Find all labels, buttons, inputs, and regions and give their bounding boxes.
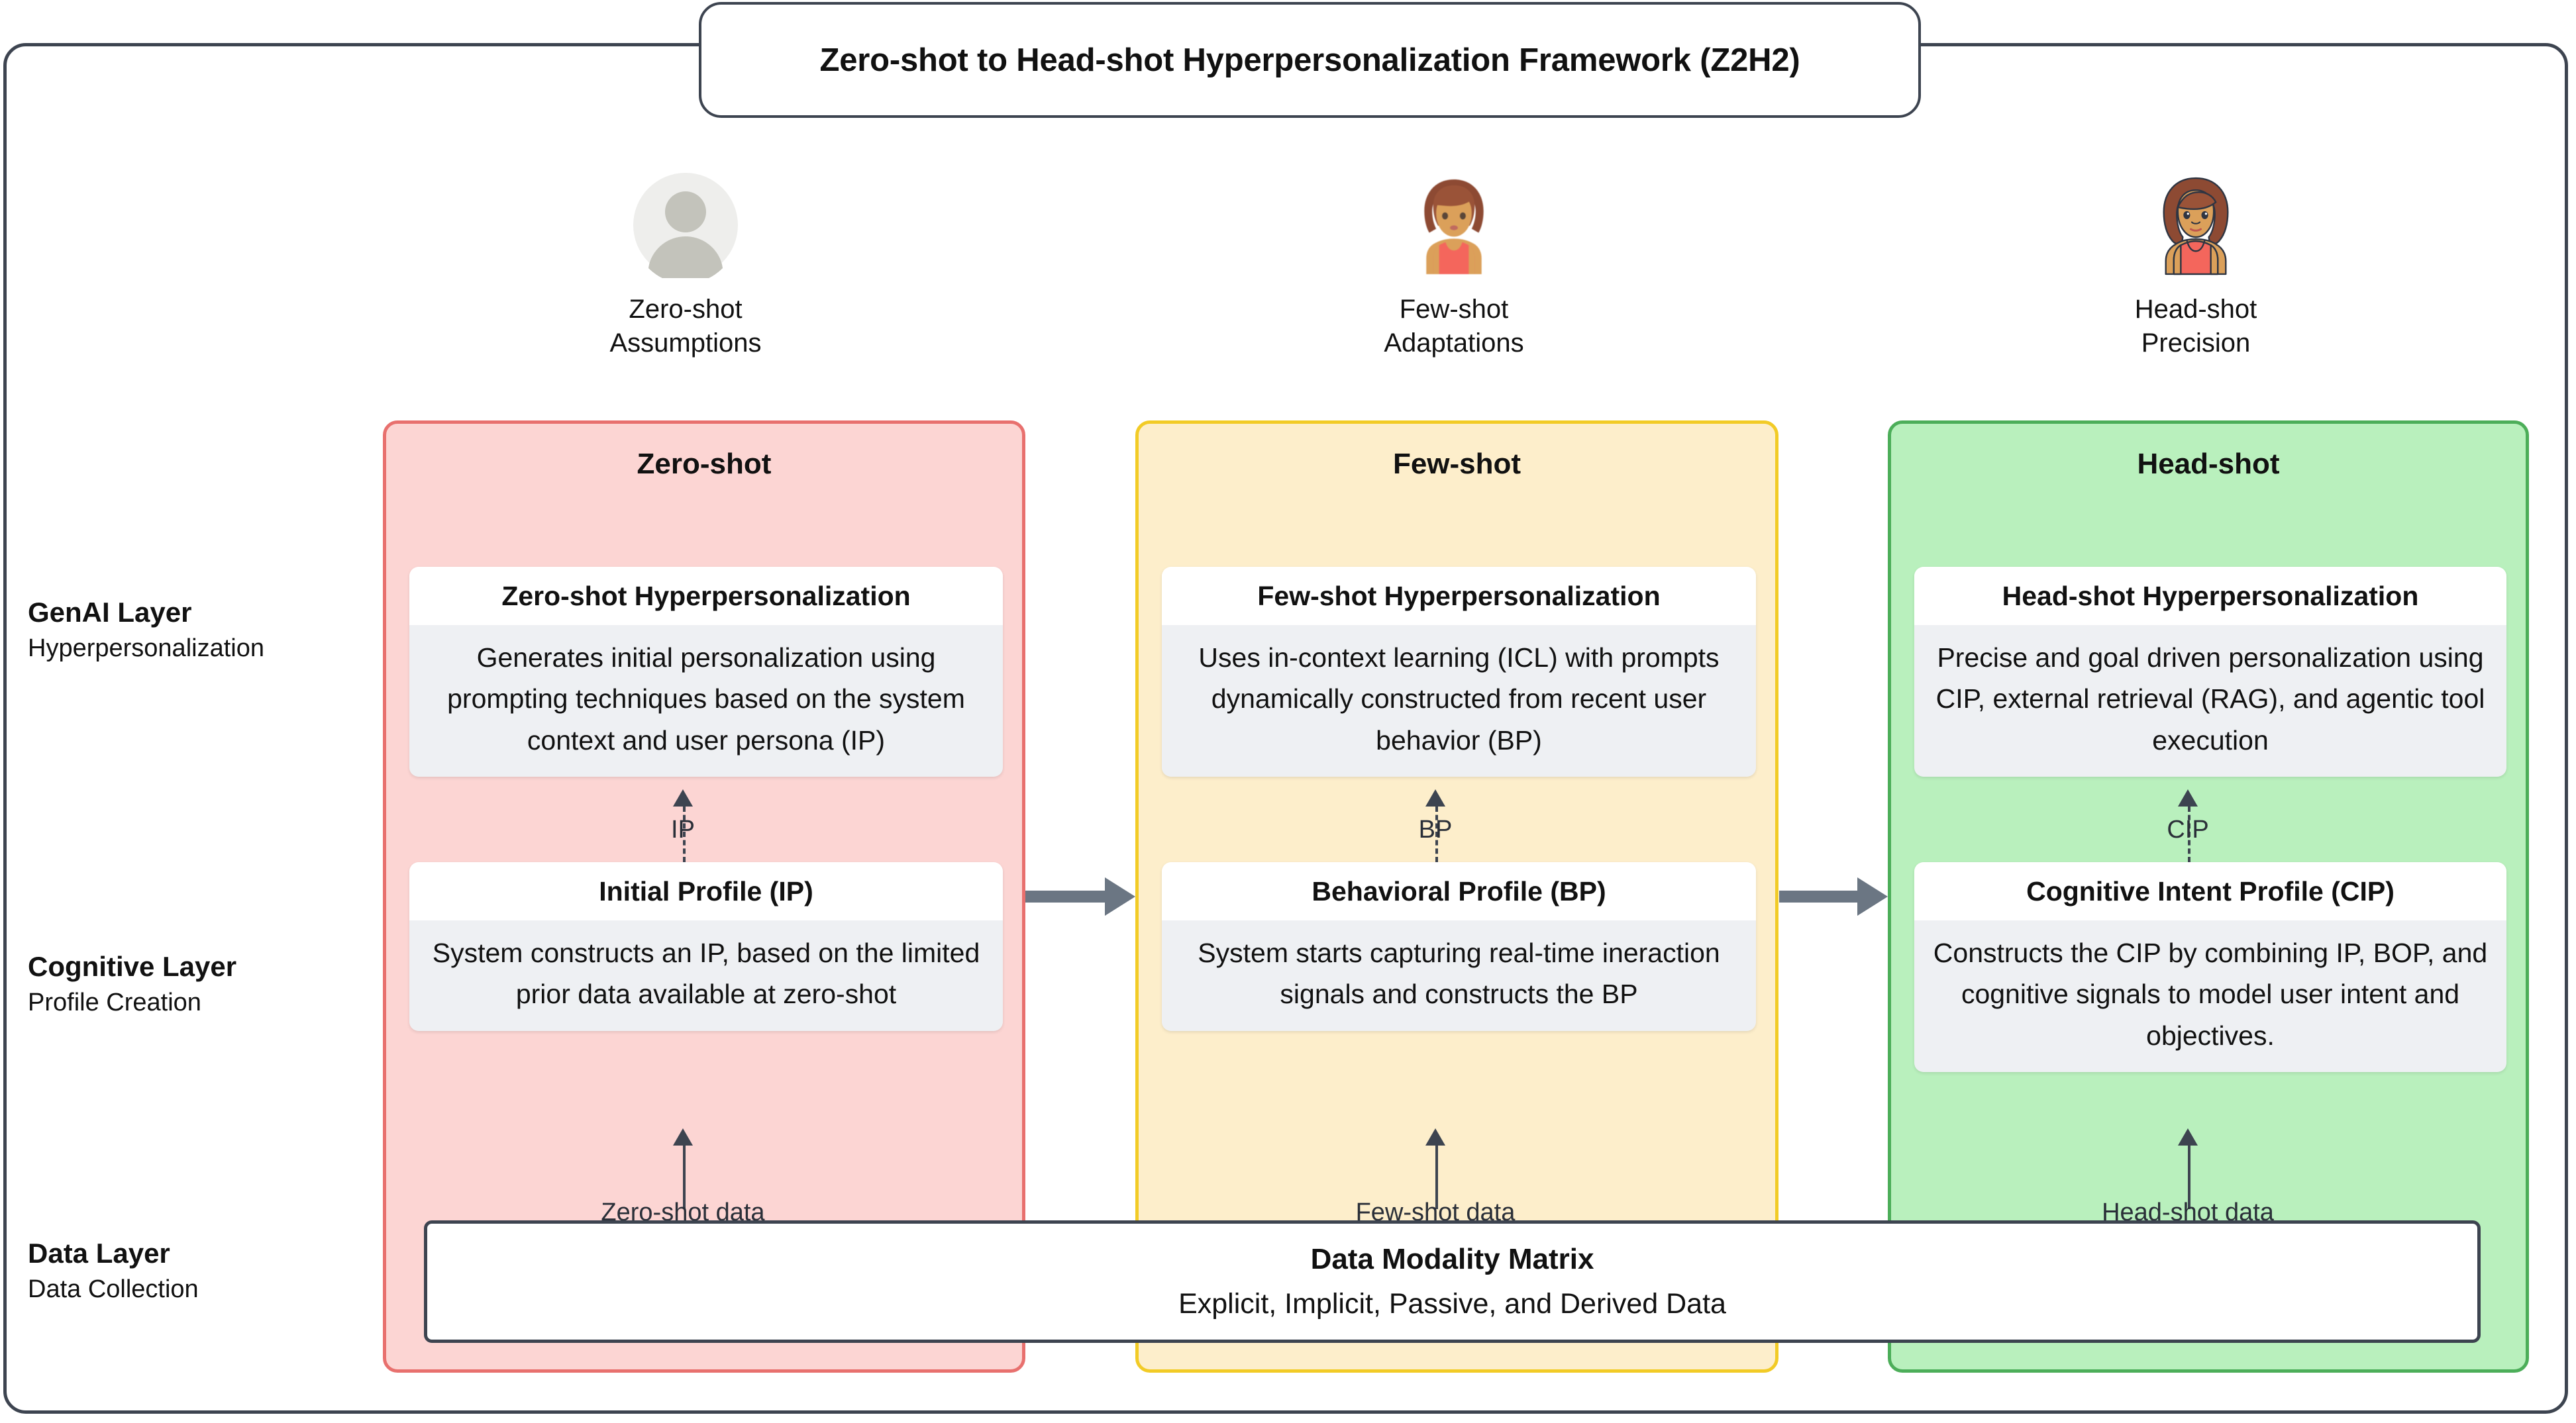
layer-label-data: Data Layer Data Collection (28, 1237, 372, 1306)
framework-title-box: Zero-shot to Head-shot Hyperpersonalizat… (699, 2, 1921, 118)
connector-arrowhead-head-shot-data (2178, 1128, 2198, 1146)
stage-transition-arrow-zero-to-few-head (1105, 877, 1135, 916)
persona-line2-zero-shot: Assumptions (609, 328, 762, 358)
stage-title-head-shot: Head-shot (2137, 448, 2280, 480)
card-head-shot-hyperpersonalization: Head-shot Hyperpersonalization Precise a… (1914, 567, 2506, 777)
page-title: Zero-shot to Head-shot Hyperpersonalizat… (819, 42, 1800, 78)
card-heading: Few-shot Hyperpersonalization (1162, 567, 1756, 625)
stage-transition-arrow-few-to-head-shaft (1779, 891, 1861, 903)
stage-title-few-shot: Few-shot (1392, 448, 1521, 480)
avatar-wrap-few-shot (1308, 159, 1600, 278)
connector-line-zero-shot-data (683, 1146, 686, 1209)
data-modality-matrix-subtitle: Explicit, Implicit, Passive, and Derived… (1178, 1288, 1726, 1320)
card-heading: Zero-shot Hyperpersonalization (409, 567, 1003, 625)
connector-line-cip (2188, 807, 2190, 862)
card-heading: Behavioral Profile (BP) (1162, 862, 1756, 920)
stage-transition-arrow-few-to-head-head (1857, 877, 1888, 916)
card-cognitive-intent-profile: Cognitive Intent Profile (CIP) Construct… (1914, 862, 2506, 1072)
card-heading: Head-shot Hyperpersonalization (1914, 567, 2506, 625)
persona-zero-shot: Zero-shot Assumptions (540, 159, 831, 360)
card-body: Uses in-context learning (ICL) with prom… (1162, 625, 1756, 777)
layer-genai-subtitle: Hyperpersonalization (28, 634, 264, 663)
card-heading: Cognitive Intent Profile (CIP) (1914, 862, 2506, 920)
connector-line-few-shot-data (1435, 1146, 1438, 1209)
woman-avatar-detailed-icon (2163, 177, 2229, 275)
stage-column-head-shot: Head-shot Head-shot Hyperpersonalization… (1888, 420, 2529, 1373)
connector-label-ip: IP (671, 816, 695, 844)
card-body: Precise and goal driven personalization … (1914, 625, 2506, 777)
card-zero-shot-hyperpersonalization: Zero-shot Hyperpersonalization Generates… (409, 567, 1003, 777)
connector-label-cip: CIP (2167, 816, 2209, 844)
persona-line1-head-shot: Head-shot (2134, 295, 2257, 324)
card-body: System starts capturing real-time inerac… (1162, 920, 1756, 1031)
connector-arrowhead-zero-shot-data (673, 1128, 693, 1146)
persona-label-head-shot: Head-shot Precision (2050, 293, 2342, 360)
layer-genai-name: GenAI Layer (28, 597, 192, 628)
connector-line-bp (1435, 807, 1438, 862)
persona-line1-few-shot: Few-shot (1399, 295, 1509, 324)
connector-arrowhead-few-shot-data (1425, 1128, 1445, 1146)
connector-line-head-shot-data (2188, 1146, 2190, 1209)
avatar-wrap-zero-shot (540, 159, 831, 278)
layer-data-name: Data Layer (28, 1238, 170, 1269)
connector-arrowhead-bp (1425, 789, 1445, 807)
data-modality-matrix-box: Data Modality Matrix Explicit, Implicit,… (424, 1220, 2481, 1343)
layer-label-genai: GenAI Layer Hyperpersonalization (28, 596, 372, 665)
persona-line2-few-shot: Adaptations (1384, 328, 1524, 358)
generic-silhouette-avatar-icon (633, 173, 738, 278)
layer-data-subtitle: Data Collection (28, 1275, 199, 1304)
connector-arrowhead-cip (2178, 789, 2198, 807)
persona-label-few-shot: Few-shot Adaptations (1308, 293, 1600, 360)
layer-cognitive-name: Cognitive Layer (28, 951, 237, 982)
card-initial-profile: Initial Profile (IP) System constructs a… (409, 862, 1003, 1031)
card-body: System constructs an IP, based on the li… (409, 920, 1003, 1031)
card-heading: Initial Profile (IP) (409, 862, 1003, 920)
stage-transition-arrow-zero-to-few-shaft (1025, 891, 1109, 903)
data-modality-matrix-title: Data Modality Matrix (1310, 1242, 1594, 1275)
stage-title-zero-shot: Zero-shot (637, 448, 772, 480)
avatar-wrap-head-shot (2050, 159, 2342, 278)
layer-label-cognitive: Cognitive Layer Profile Creation (28, 950, 372, 1019)
card-body: Generates initial personalization using … (409, 625, 1003, 777)
woman-avatar-icon (1424, 179, 1484, 275)
stage-column-few-shot: Few-shot Few-shot Hyperpersonalization U… (1135, 420, 1778, 1373)
connector-line-ip (683, 807, 686, 862)
card-behavioral-profile: Behavioral Profile (BP) System starts ca… (1162, 862, 1756, 1031)
connector-label-bp: BP (1418, 816, 1453, 844)
card-few-shot-hyperpersonalization: Few-shot Hyperpersonalization Uses in-co… (1162, 567, 1756, 777)
persona-line2-head-shot: Precision (2141, 328, 2251, 358)
persona-head-shot: Head-shot Precision (2050, 159, 2342, 360)
connector-arrowhead-ip (673, 789, 693, 807)
stage-column-zero-shot: Zero-shot Zero-shot Hyperpersonalization… (383, 420, 1025, 1373)
persona-line1-zero-shot: Zero-shot (629, 295, 743, 324)
persona-label-zero-shot: Zero-shot Assumptions (540, 293, 831, 360)
card-body: Constructs the CIP by combining IP, BOP,… (1914, 920, 2506, 1072)
layer-cognitive-subtitle: Profile Creation (28, 989, 201, 1017)
persona-few-shot: Few-shot Adaptations (1308, 159, 1600, 360)
